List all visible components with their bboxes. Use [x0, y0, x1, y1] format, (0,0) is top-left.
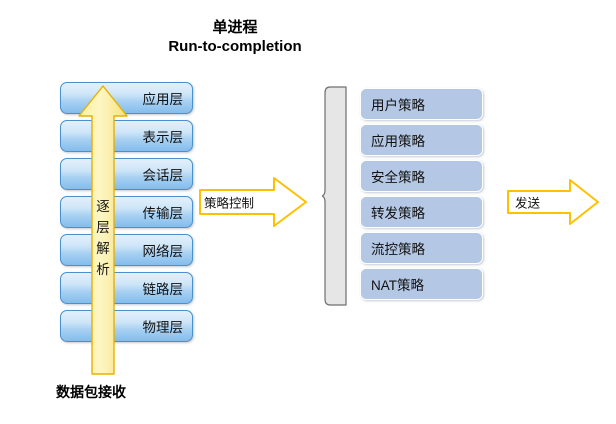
layer-box-session[interactable]: 会话层: [60, 158, 193, 190]
policy-label: 转发策略: [371, 206, 425, 221]
layer-label: 表示层: [142, 130, 184, 145]
layer-parse-arrow-label: 逐 层 解 析: [77, 196, 129, 280]
layer-label: 链路层: [142, 282, 184, 297]
grouping-brace-icon: [321, 86, 348, 306]
parse-char-4: 析: [96, 262, 110, 277]
policy-control-arrow-label: 策略控制: [204, 196, 255, 211]
policy-item-nat[interactable]: NAT策略: [360, 268, 483, 300]
layer-parse-arrow-icon: 逐 层 解 析: [77, 84, 129, 376]
title-line-2: Run-to-completion: [168, 38, 302, 55]
packet-receive-caption: 数据包接收: [56, 384, 126, 400]
policy-item-security[interactable]: 安全策略: [360, 160, 483, 192]
policy-label: 应用策略: [371, 134, 425, 149]
parse-char-2: 层: [96, 220, 110, 235]
parse-char-3: 解: [96, 241, 110, 256]
layer-box-datalink[interactable]: 链路层: [60, 272, 193, 304]
policy-item-flow-control[interactable]: 流控策略: [360, 232, 483, 264]
policy-label: 流控策略: [371, 242, 425, 257]
policy-item-forwarding[interactable]: 转发策略: [360, 196, 483, 228]
policy-list: 用户策略 应用策略 安全策略 转发策略 流控策略 NAT策略: [360, 88, 485, 303]
policy-control-arrow-icon: 策略控制: [198, 176, 308, 228]
page-title: 单进程 Run-to-completion: [120, 18, 350, 56]
send-arrow-icon: 发送: [506, 178, 600, 226]
layer-box-application[interactable]: 应用层: [60, 82, 193, 114]
policy-label: 用户策略: [371, 98, 425, 113]
layer-box-network[interactable]: 网络层: [60, 234, 193, 266]
title-line-1: 单进程: [212, 19, 258, 36]
layer-label: 会话层: [142, 168, 184, 183]
policy-label: NAT策略: [371, 278, 424, 293]
policy-item-application[interactable]: 应用策略: [360, 124, 483, 156]
layer-box-transport[interactable]: 传输层: [60, 196, 193, 228]
parse-char-1: 逐: [96, 199, 110, 214]
protocol-layer-stack: 应用层 表示层 会话层 传输层 网络层 链路层 物理层: [60, 82, 195, 348]
layer-label: 应用层: [142, 92, 184, 107]
send-arrow-label: 发送: [515, 196, 541, 211]
layer-box-physical[interactable]: 物理层: [60, 310, 193, 342]
policy-item-user[interactable]: 用户策略: [360, 88, 483, 120]
layer-label: 网络层: [142, 244, 184, 259]
policy-label: 安全策略: [371, 170, 425, 185]
layer-box-presentation[interactable]: 表示层: [60, 120, 193, 152]
layer-label: 物理层: [142, 320, 184, 335]
layer-label: 传输层: [142, 206, 184, 221]
